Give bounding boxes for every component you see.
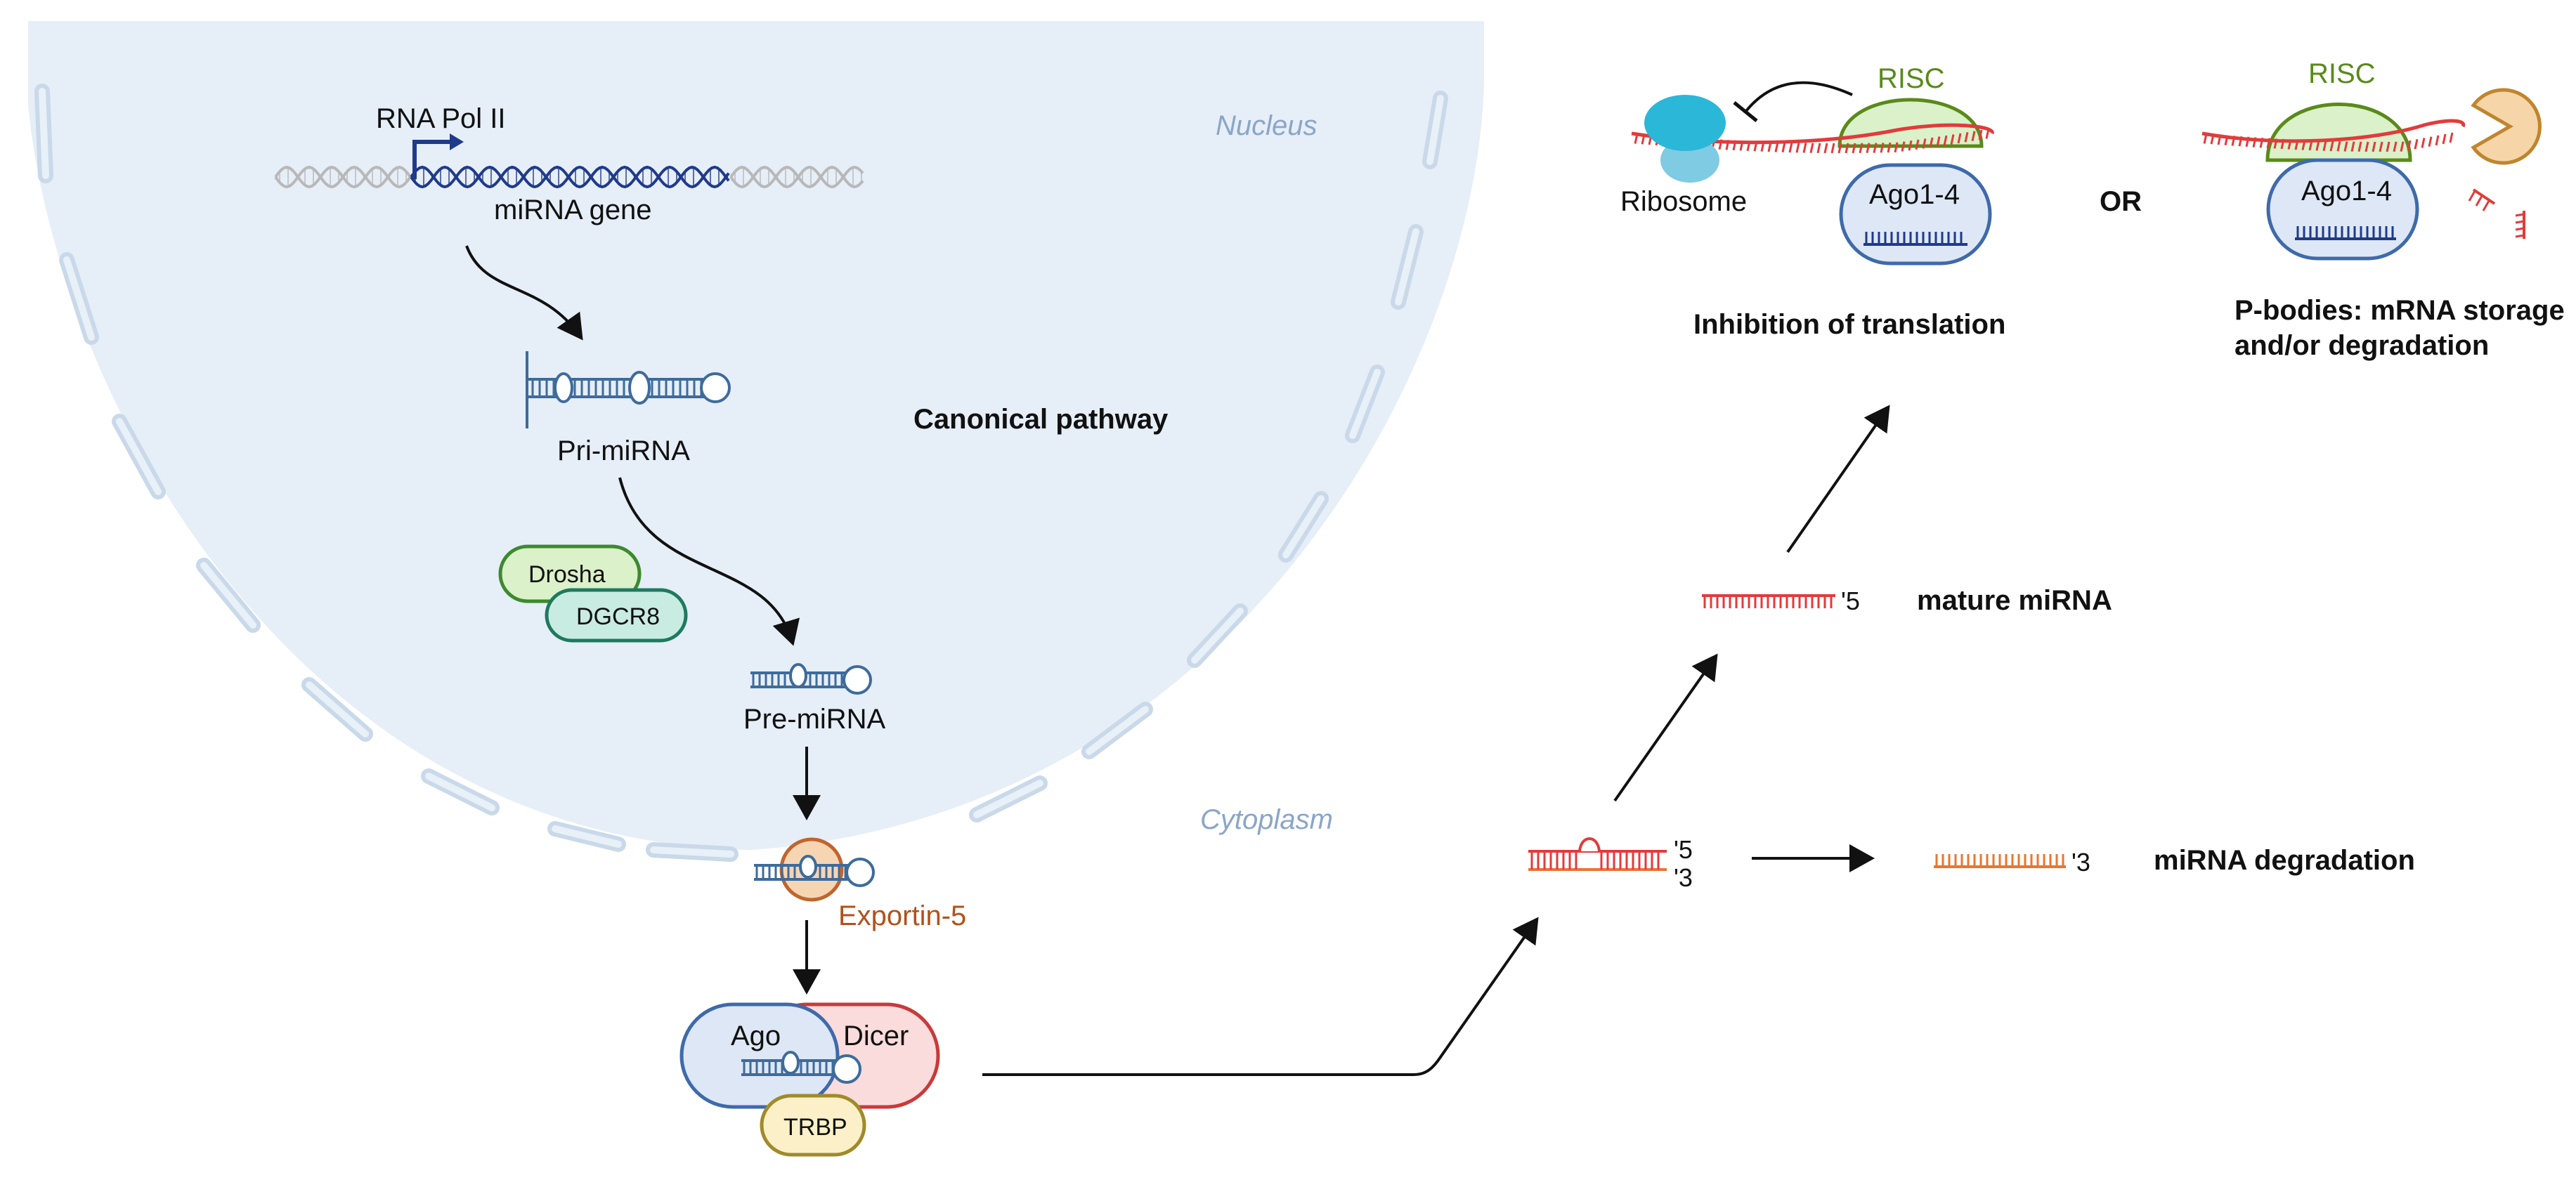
- or-label: OR: [2100, 186, 2142, 217]
- pri-mirna-label: Pri-miRNA: [557, 435, 690, 466]
- dicer-label: Dicer: [843, 1021, 909, 1051]
- exportin-cargo: [754, 855, 875, 887]
- degraded-fragments: [2468, 188, 2525, 239]
- duplex-end3: '3: [1674, 863, 1693, 892]
- pre-mirna-structure: [750, 663, 872, 695]
- pbodies-label-line2: and/or degradation: [2235, 330, 2489, 361]
- transcription-arrowhead: [450, 133, 464, 150]
- mrna-strand-2-ticks: [2203, 132, 2454, 152]
- mature-mirna-label: mature miRNA: [1917, 585, 2112, 616]
- degraded-strand: [1934, 854, 2066, 868]
- inhibition-bar: [1733, 101, 1758, 122]
- inhibition-arrow: [1745, 81, 1853, 112]
- exportin-label[interactable]: Exportin-5: [838, 900, 966, 931]
- ago-guide-strand-2: [2295, 226, 2396, 240]
- rna-pol-label: RNA Pol II: [376, 103, 506, 134]
- ago-guide-strand-1: [1863, 232, 1967, 246]
- dgcr8-shape: [545, 588, 688, 643]
- dicer-cargo: [741, 1051, 861, 1084]
- nuclear-envelope: [34, 84, 1448, 862]
- mrna-strand-2: [2201, 119, 2466, 143]
- mirna-gene-label: miRNA gene: [494, 195, 652, 225]
- ribosome-label: Ribosome: [1620, 186, 1747, 217]
- ribosome-shape: [1644, 95, 1726, 183]
- risc-label-1: RISC: [1878, 63, 1945, 94]
- arrow-dicer-to-duplex: [982, 917, 1539, 1076]
- nucleus-label: Nucleus: [1216, 110, 1318, 141]
- arrow-pri-to-pre: [618, 477, 800, 646]
- pri-mirna-structure: [526, 351, 731, 428]
- transcription-start-arrow: [412, 140, 453, 179]
- arrow-gene-to-pri: [465, 245, 583, 341]
- exonuclease-shape: [2471, 88, 2542, 165]
- cytoplasm-label: Cytoplasm: [1200, 804, 1333, 835]
- ago-label: Ago: [731, 1021, 781, 1051]
- mature-strand: [1702, 594, 1835, 608]
- drosha-label: Drosha: [528, 561, 606, 588]
- arrow-mature-to-inhibition: [1786, 405, 1890, 553]
- mature-end5: '5: [1841, 586, 1860, 615]
- canonical-pathway-label: Canonical pathway: [913, 404, 1169, 435]
- ago14-label-2: Ago1-4: [2301, 176, 2392, 206]
- ago-shape: [679, 1002, 840, 1109]
- ago14-shape-2: [2266, 158, 2419, 261]
- degrad-end3: '3: [2071, 848, 2090, 877]
- nucleus-region: [28, 21, 1484, 850]
- duplex-end5: '5: [1674, 835, 1693, 864]
- inhibition-label: Inhibition of translation: [1693, 309, 2005, 340]
- pre-mirna-label: Pre-miRNA: [743, 704, 886, 735]
- mirna-gene-dna: [410, 165, 730, 189]
- mirna-duplex: [1528, 837, 1667, 871]
- trbp-label: TRBP: [783, 1114, 847, 1141]
- dgcr8-label: DGCR8: [576, 603, 660, 630]
- arrow-duplex-to-mature: [1613, 653, 1718, 802]
- trbp-shape: [760, 1094, 866, 1157]
- mirna-degradation-label: miRNA degradation: [2154, 845, 2415, 876]
- pbodies-label-line1: P-bodies: mRNA storage: [2235, 295, 2565, 326]
- dna-flanking: [274, 165, 864, 189]
- risc-label-2: RISC: [2308, 58, 2376, 89]
- ago14-label-1: Ago1-4: [1869, 179, 1960, 210]
